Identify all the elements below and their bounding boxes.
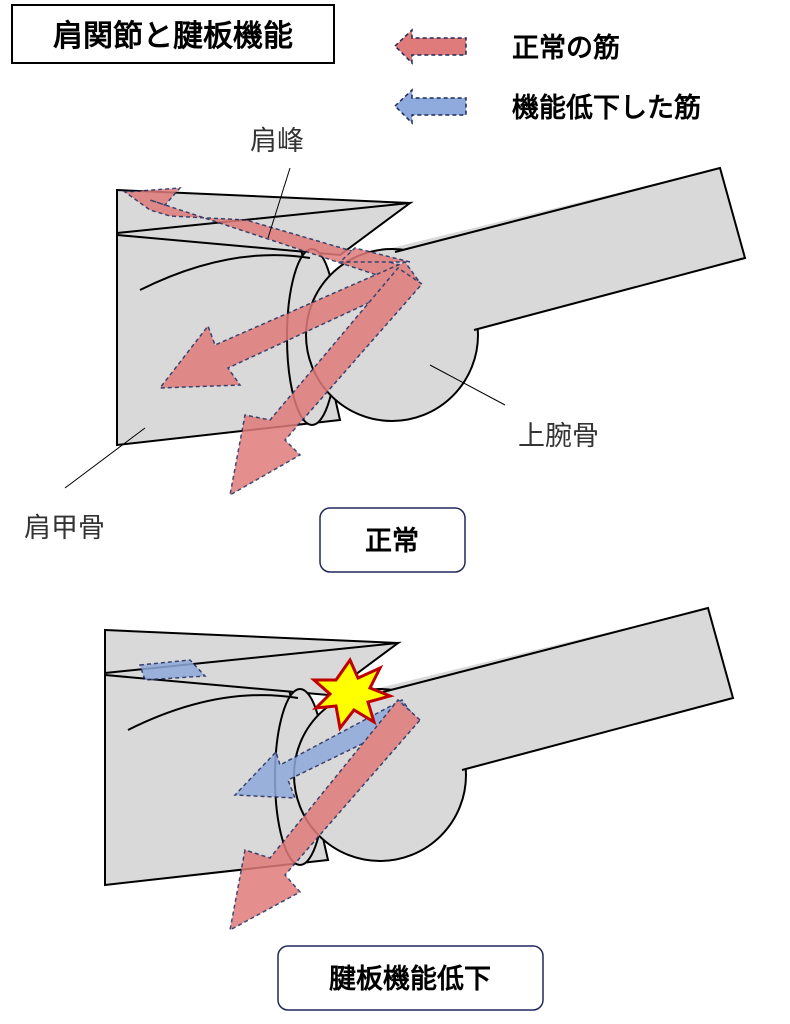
muscle-arrow-supraspinatus [122,187,412,283]
legend-normal-label: 正常の筋 [512,32,620,64]
weak-caption-box [277,945,544,1011]
title-box [11,4,335,64]
legend-normal: 正常の筋 [393,28,620,65]
muscle-arrow-teres-minor [228,267,424,497]
normal-panel: 肩峰 上腕骨 肩甲骨 正常 [24,126,746,573]
humerus-label: 上腕骨 [518,421,599,452]
normal-caption: 正常 [365,526,419,557]
muscle-arrow-infraspinatus [158,261,420,389]
muscle-arrow-infraspinatus-weak [233,699,417,799]
normal-caption-box [319,507,466,573]
red-arrow-icon [393,28,467,65]
muscle-arrow-supraspinatus-weak [138,659,207,681]
page-title: 肩関節と腱板機能 [53,19,293,54]
muscle-arrow-teres-minor-2 [228,698,422,932]
blue-arrow-icon [393,88,467,125]
weak-panel: 腱板機能低下 [104,607,734,1011]
impact-star-icon [310,656,395,732]
acromion-label: 肩峰 [250,126,304,157]
legend-weak-label: 機能低下した筋 [512,92,701,124]
weak-caption: 腱板機能低下 [329,963,491,995]
scapula-label: 肩甲骨 [24,513,105,544]
legend-weak: 機能低下した筋 [393,88,701,125]
